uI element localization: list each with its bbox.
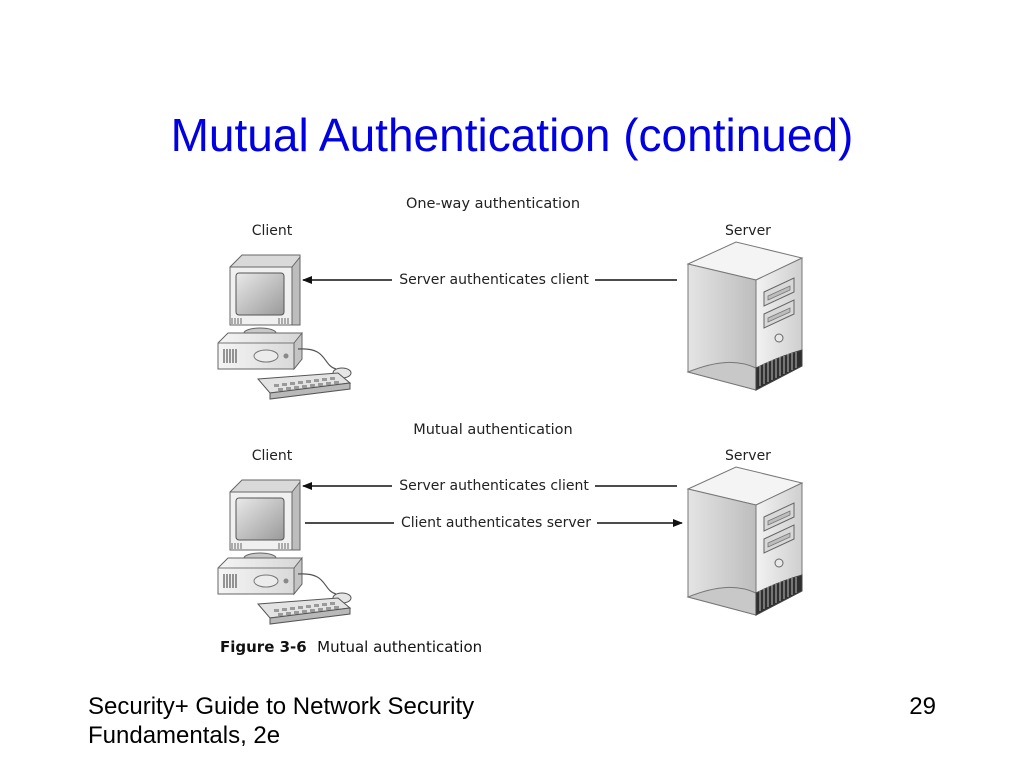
- server-tower-icon: [687, 241, 803, 391]
- figure-caption-text: Mutual authentication: [317, 638, 482, 656]
- figure-caption-number: Figure 3-6: [220, 638, 307, 656]
- mutual-heading: Mutual authentication: [413, 422, 573, 438]
- mutual-arrow1-label: Server authenticates client: [399, 478, 589, 494]
- oneway-server-label: Server: [725, 223, 771, 239]
- page-number: 29: [909, 693, 936, 720]
- server-tower-icon: [687, 466, 803, 616]
- mutual-client-label: Client: [252, 448, 293, 464]
- footer-line-2: Fundamentals, 2e: [88, 722, 281, 749]
- mutual-server-label: Server: [725, 448, 771, 464]
- figure-caption: Figure 3-6 Mutual authentication: [220, 638, 482, 656]
- slide-footer: Security+ Guide to Network Security Fund…: [88, 692, 474, 750]
- footer-line-1: Security+ Guide to Network Security: [88, 693, 475, 720]
- oneway-arrow-label: Server authenticates client: [399, 272, 589, 288]
- client-computer-icon: [217, 254, 352, 400]
- oneway-client-label: Client: [252, 223, 293, 239]
- client-computer-icon: [217, 479, 352, 625]
- slide-title: Mutual Authentication (continued): [170, 109, 854, 161]
- oneway-heading: One-way authentication: [406, 196, 580, 212]
- mutual-arrow2-label: Client authenticates server: [401, 515, 591, 531]
